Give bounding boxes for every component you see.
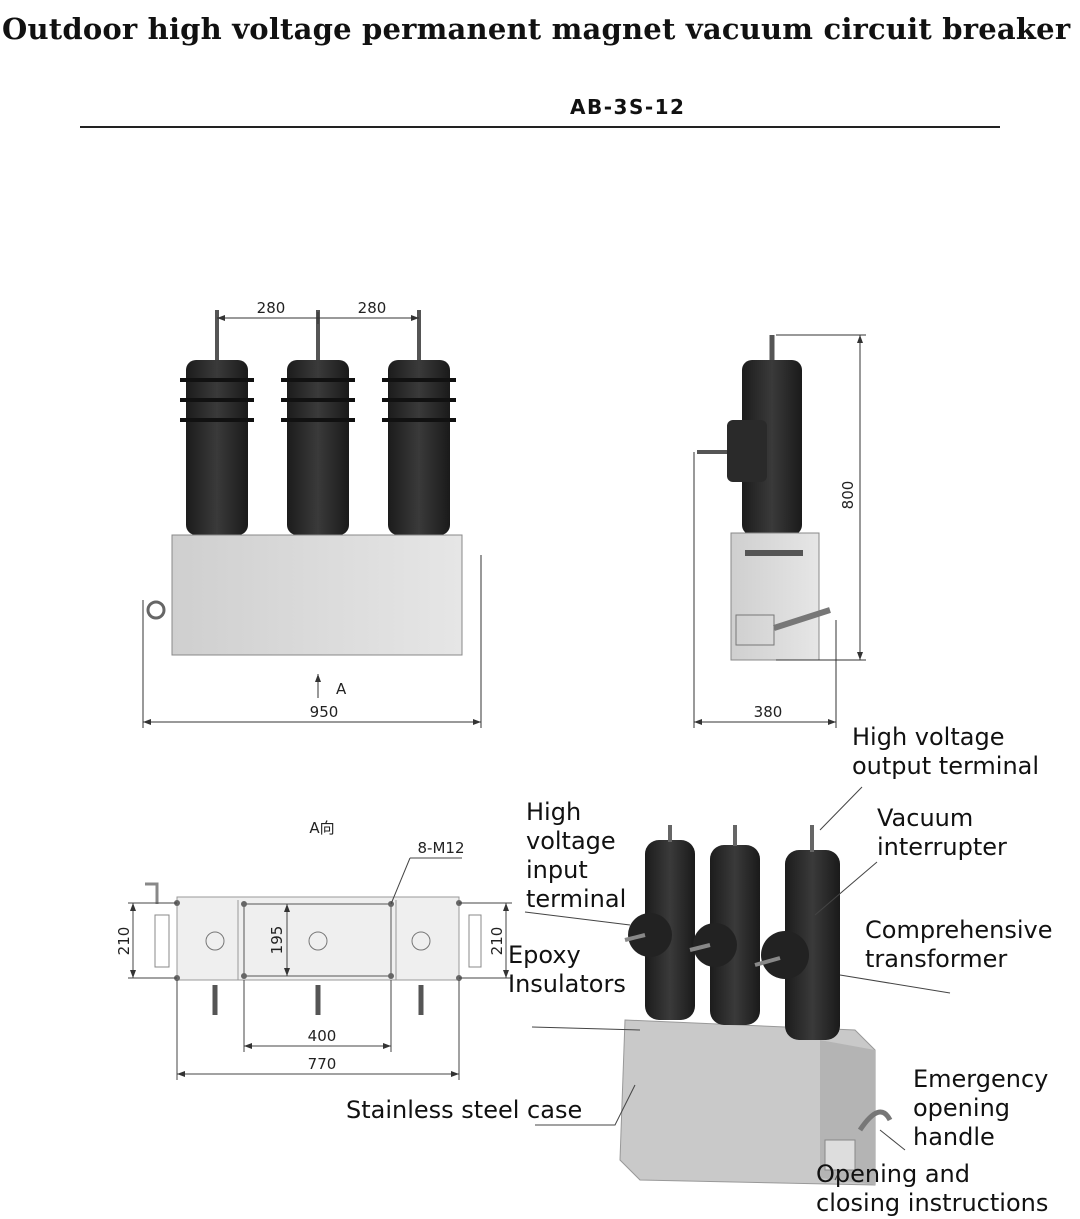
front-case [171, 534, 463, 656]
dim-left-height: 210 [115, 927, 133, 956]
insulator-front-3 [382, 310, 456, 535]
breaker-3d-illustration [524, 786, 951, 1186]
bottom-view-caption: A向 [309, 819, 334, 837]
label-line: Epoxy [508, 941, 581, 969]
label-line: Insulators [508, 970, 626, 998]
view-arrow-label: A [336, 680, 347, 698]
dim-pitch-right: 280 [358, 299, 387, 317]
label-line: voltage [526, 827, 616, 855]
label-epoxy-insulators: Epoxy Insulators [508, 941, 626, 999]
label-emergency-handle: Emergency opening handle [913, 1065, 1048, 1152]
insulator-front-2 [281, 310, 355, 535]
label-transformer: Comprehensive transformer [865, 916, 1053, 974]
label-line: output terminal [852, 752, 1040, 780]
model-number: AB-3S-12 [570, 95, 686, 119]
label-line: input [526, 856, 588, 884]
page-title: Outdoor high voltage permanent magnet va… [2, 12, 1071, 46]
front-view [142, 310, 482, 728]
bottom-view [128, 857, 512, 1080]
label-line: Opening and [816, 1160, 970, 1188]
label-line: transformer [865, 945, 1008, 973]
label-line: High voltage [852, 723, 1005, 751]
label-line: High [526, 798, 582, 826]
dim-inner-width: 400 [308, 1027, 337, 1045]
label-line: Emergency [913, 1065, 1049, 1093]
label-line: interrupter [877, 833, 1007, 861]
insulator-front-1 [180, 310, 254, 535]
dim-outer-width: 770 [308, 1055, 337, 1073]
label-line: terminal [526, 885, 627, 913]
header-divider [80, 126, 1000, 128]
dim-depth: 380 [754, 703, 783, 721]
handle-icon [146, 600, 166, 620]
label-line: handle [913, 1123, 995, 1151]
label-instructions: Opening and closing instructions [816, 1160, 1048, 1218]
label-line: Vacuum [877, 804, 974, 832]
dim-front-width: 950 [310, 703, 339, 721]
label-line: closing instructions [816, 1189, 1049, 1217]
label-input-terminal: High voltage input terminal [526, 798, 626, 914]
side-view [693, 334, 866, 728]
label-vacuum-interrupter: Vacuum interrupter [877, 804, 1007, 862]
label-stainless-case: Stainless steel case [346, 1096, 583, 1124]
dim-inner-height: 195 [268, 926, 286, 955]
dim-pitch-left: 280 [257, 299, 286, 317]
dim-height: 800 [839, 481, 857, 510]
dim-right-height: 210 [488, 927, 506, 956]
label-line: opening [913, 1094, 1011, 1122]
label-line: Comprehensive [865, 916, 1053, 944]
bolt-spec: 8-M12 [418, 839, 465, 857]
label-output-terminal: High voltage output terminal [852, 723, 1039, 781]
